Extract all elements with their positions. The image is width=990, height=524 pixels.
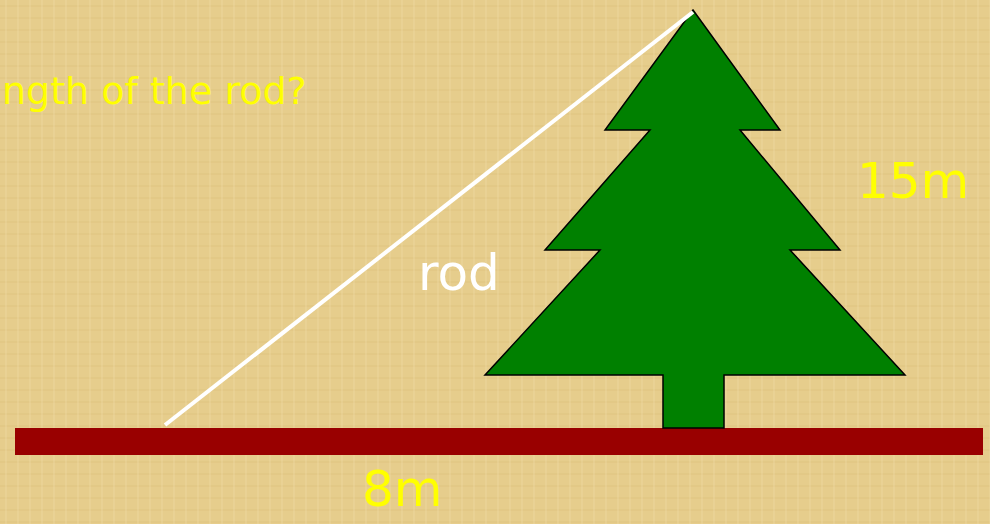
ground-bar bbox=[15, 428, 983, 455]
rod-label: rod bbox=[418, 248, 500, 298]
height-dimension: 15m bbox=[857, 156, 969, 206]
tree bbox=[485, 10, 905, 428]
question-text: ngth of the rod? bbox=[2, 72, 307, 110]
width-dimension: 8m bbox=[362, 464, 443, 514]
